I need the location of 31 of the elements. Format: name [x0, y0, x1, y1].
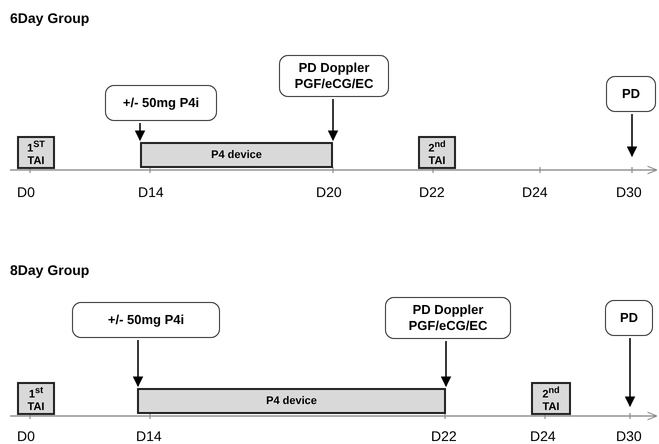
- insemination-box: 1$^{ST}$ TAI: [17, 136, 55, 169]
- insemination-box: 2$^{nd}$ TAI: [531, 382, 571, 415]
- device-bar: P4 device: [137, 388, 446, 414]
- arrow: [134, 123, 146, 142]
- group-title: 8Day Group: [10, 262, 90, 278]
- day-label: D22: [419, 184, 445, 200]
- day-label: D24: [530, 428, 556, 444]
- day-label: D14: [138, 184, 164, 200]
- arrow: [328, 99, 338, 142]
- day-label: D14: [136, 428, 162, 444]
- dose-box: +/- 50mg P4i: [72, 302, 220, 338]
- device-bar: P4 device: [140, 142, 333, 168]
- exam-box: PD Doppler PGF/eCG/EC: [279, 55, 389, 97]
- arrow: [132, 340, 144, 388]
- exam-box: PD Doppler PGF/eCG/EC: [385, 297, 511, 339]
- exam-box: PD: [605, 300, 653, 336]
- day-label: D0: [17, 428, 35, 444]
- insemination-box: 1$^{st}$ TAI: [17, 382, 55, 415]
- insemination-box: 2$^{nd}$ TAI: [418, 136, 456, 169]
- day-label: D0: [17, 184, 35, 200]
- arrow: [440, 341, 452, 388]
- day-label: D30: [616, 184, 642, 200]
- arrow: [626, 114, 638, 158]
- day-label: D24: [522, 184, 548, 200]
- arrow: [624, 338, 636, 408]
- day-label: D30: [616, 428, 642, 444]
- dose-box: +/- 50mg P4i: [105, 85, 217, 121]
- day-label: D20: [316, 184, 342, 200]
- day-label: D22: [431, 428, 457, 444]
- exam-box: PD: [606, 76, 656, 112]
- group-title: 6Day Group: [10, 10, 90, 26]
